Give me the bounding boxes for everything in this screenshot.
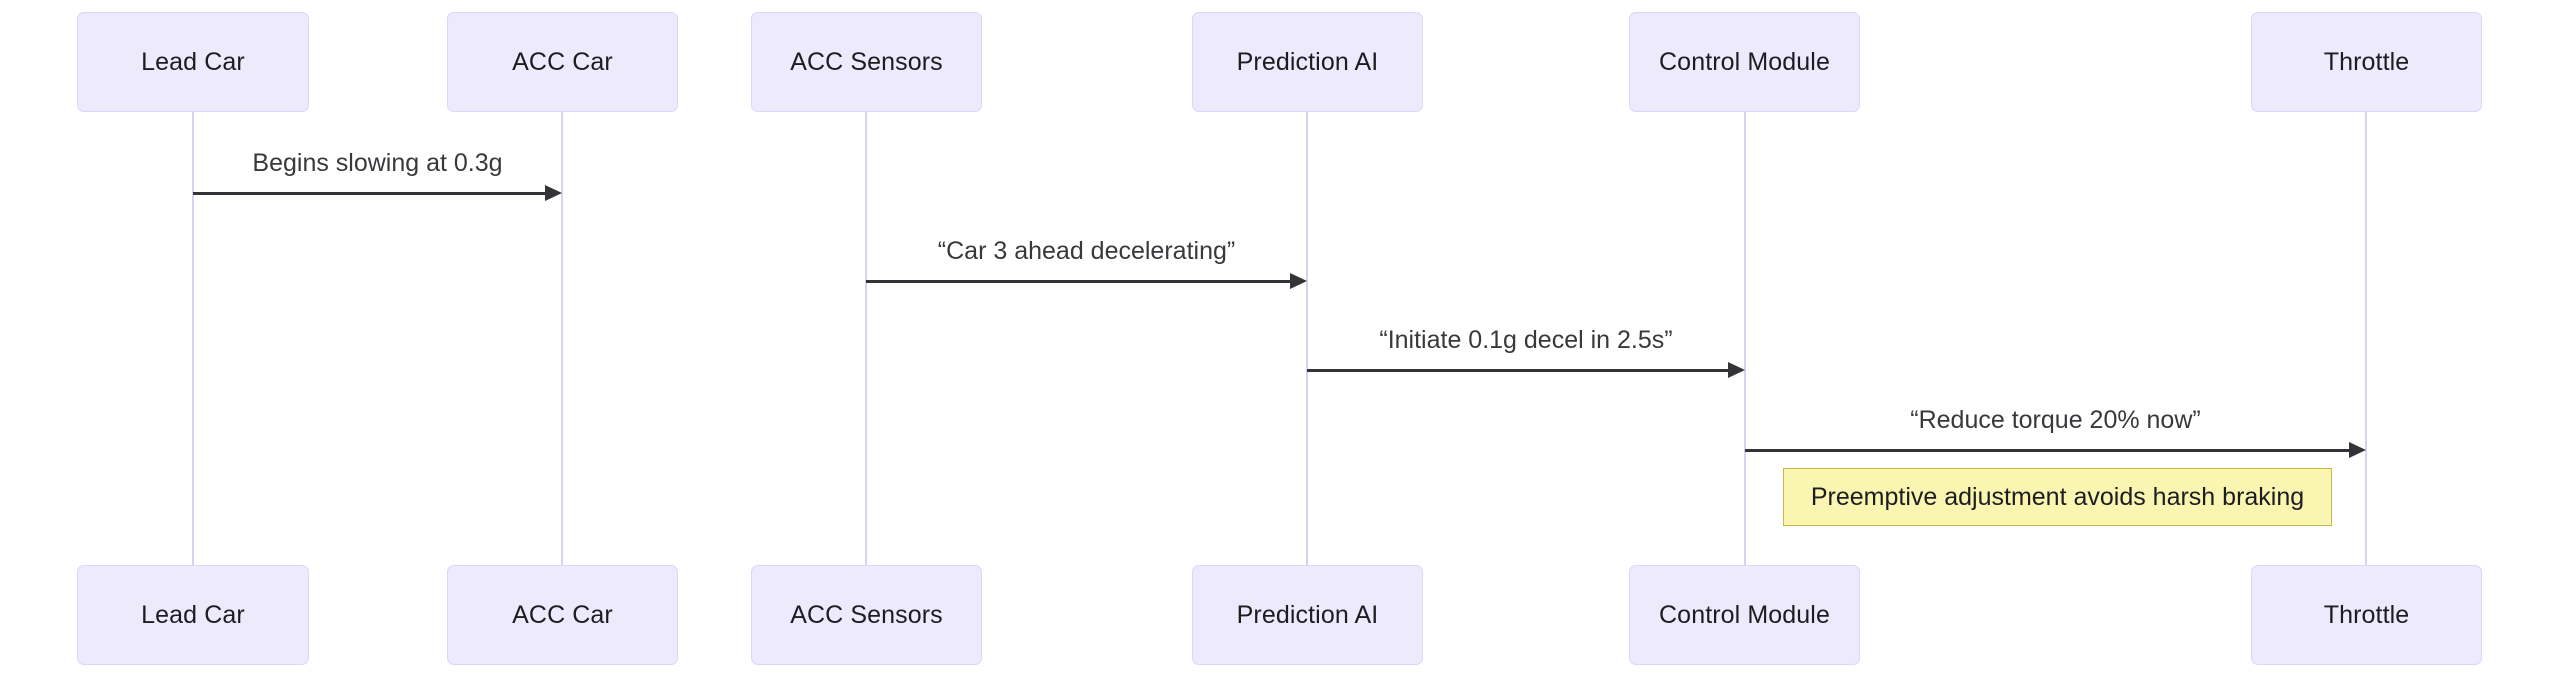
participant-lead-car-bottom[interactable]: Lead Car — [77, 565, 309, 665]
participant-label: ACC Car — [512, 600, 613, 629]
participant-control-module-top[interactable]: Control Module — [1629, 12, 1860, 112]
lifeline-control-module — [1744, 112, 1746, 565]
message-arrow-line — [866, 280, 1294, 283]
message-label: “Initiate 0.1g decel in 2.5s” — [1379, 326, 1673, 354]
participant-acc-car-bottom[interactable]: ACC Car — [447, 565, 678, 665]
participant-throttle-bottom[interactable]: Throttle — [2251, 565, 2482, 665]
participant-prediction-ai-top[interactable]: Prediction AI — [1192, 12, 1423, 112]
participant-label: Throttle — [2323, 600, 2410, 629]
participant-label: Control Module — [1659, 600, 1830, 629]
message-arrow-line — [1745, 449, 2353, 452]
message-arrowhead-icon — [1728, 362, 1745, 378]
message-arrow-line — [193, 192, 549, 195]
message-label: Begins slowing at 0.3g — [252, 149, 503, 177]
message-label: “Reduce torque 20% now” — [1910, 406, 2201, 434]
message-arrowhead-icon — [2349, 442, 2366, 458]
participant-acc-sensors-top[interactable]: ACC Sensors — [751, 12, 982, 112]
participant-throttle-top[interactable]: Throttle — [2251, 12, 2482, 112]
note-text: Preemptive adjustment avoids harsh braki… — [1810, 482, 2305, 511]
note-note-1[interactable]: Preemptive adjustment avoids harsh braki… — [1783, 468, 2332, 526]
lifeline-acc-sensors — [865, 112, 867, 565]
lifeline-throttle — [2365, 112, 2367, 565]
participant-label: Control Module — [1659, 47, 1830, 76]
lifeline-prediction-ai — [1306, 112, 1308, 565]
participant-label: ACC Sensors — [790, 47, 943, 76]
participant-acc-car-top[interactable]: ACC Car — [447, 12, 678, 112]
participant-label: Prediction AI — [1236, 600, 1379, 629]
lifeline-acc-car — [561, 112, 563, 565]
participant-acc-sensors-bottom[interactable]: ACC Sensors — [751, 565, 982, 665]
participant-prediction-ai-bottom[interactable]: Prediction AI — [1192, 565, 1423, 665]
participant-lead-car-top[interactable]: Lead Car — [77, 12, 309, 112]
participant-label: Throttle — [2323, 47, 2410, 76]
message-arrowhead-icon — [1290, 273, 1307, 289]
participant-control-module-bottom[interactable]: Control Module — [1629, 565, 1860, 665]
participant-label: Lead Car — [141, 600, 245, 629]
participant-label: Lead Car — [141, 47, 245, 76]
message-arrow-line — [1307, 369, 1732, 372]
lifeline-lead-car — [192, 112, 194, 565]
participant-label: Prediction AI — [1236, 47, 1379, 76]
message-arrowhead-icon — [545, 185, 562, 201]
participant-label: ACC Sensors — [790, 600, 943, 629]
participant-label: ACC Car — [512, 47, 613, 76]
message-label: “Car 3 ahead decelerating” — [937, 237, 1236, 265]
